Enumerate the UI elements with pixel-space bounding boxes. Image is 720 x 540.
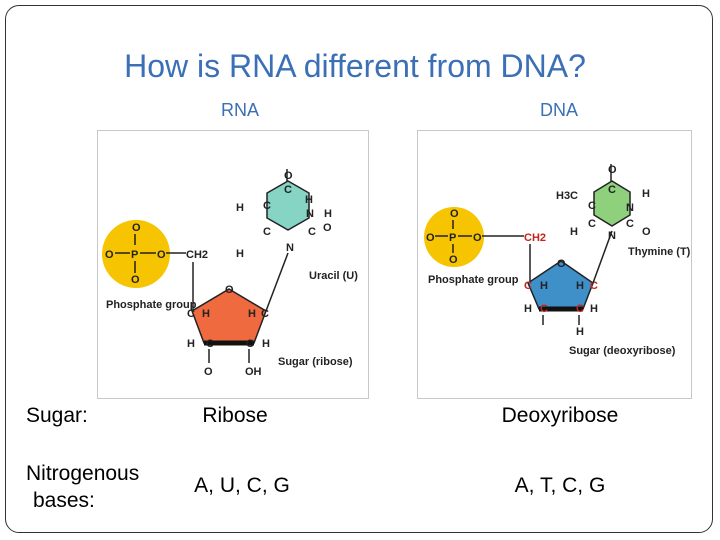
svg-text:H: H — [590, 303, 598, 315]
uracil-base-hexagon — [266, 180, 310, 231]
base-label: Thymine (T) — [628, 246, 691, 258]
svg-text:O: O — [132, 222, 141, 234]
phosphate-group-label: Phosphate group — [428, 274, 519, 286]
svg-text:C: C — [576, 303, 584, 315]
svg-text:H: H — [187, 338, 195, 350]
dna-nucleotide-diagram: O O P O O CH2 Phosphate group O C H H C … — [417, 130, 692, 399]
svg-text:N: N — [608, 230, 616, 242]
bases-label-line1: Nitrogenous — [26, 462, 140, 485]
svg-text:O: O — [426, 232, 435, 244]
svg-text:C: C — [261, 308, 269, 320]
svg-text:C: C — [590, 280, 598, 292]
svg-text:H: H — [236, 248, 244, 260]
svg-text:H: H — [570, 226, 578, 238]
phosphate-circle — [424, 207, 484, 267]
svg-text:OH: OH — [245, 366, 262, 378]
svg-text:C: C — [308, 226, 316, 238]
svg-text:O: O — [450, 208, 459, 220]
svg-text:C: C — [524, 280, 532, 292]
svg-text:H: H — [305, 194, 313, 206]
svg-text:H: H — [540, 280, 548, 292]
sugar-label: Sugar (deoxyribose) — [569, 345, 676, 357]
dna-column-heading: DNA — [540, 100, 579, 120]
svg-text:O: O — [131, 274, 140, 286]
svg-text:C: C — [540, 303, 548, 315]
base-label: Uracil (U) — [309, 270, 358, 282]
svg-text:C: C — [206, 338, 214, 350]
slide-title: How is RNA different from DNA? — [124, 48, 586, 84]
svg-text:C: C — [246, 338, 254, 350]
svg-text:C: C — [263, 200, 271, 212]
svg-text:C: C — [187, 308, 195, 320]
svg-text:C: C — [588, 200, 596, 212]
ch2-label: CH2 — [186, 249, 208, 261]
dna-bases-value: A, T, C, G — [514, 474, 606, 497]
thymine-base-hexagon — [593, 180, 631, 227]
rna-column-heading: RNA — [221, 100, 260, 120]
bases-label-line2: bases: — [33, 489, 95, 512]
svg-text:N: N — [626, 202, 634, 214]
svg-text:O: O — [608, 164, 617, 176]
svg-text:O: O — [284, 170, 293, 182]
svg-text:H: H — [642, 188, 650, 200]
svg-text:N: N — [286, 242, 294, 254]
svg-text:H: H — [576, 280, 584, 292]
svg-text:P: P — [131, 249, 138, 261]
rna-nucleotide-diagram: O O P O O CH2 Phosphate group O C H H C … — [97, 130, 369, 399]
svg-text:C: C — [626, 218, 634, 230]
svg-text:H: H — [524, 303, 532, 315]
svg-text:O: O — [157, 249, 166, 261]
sugar-label: Sugar (ribose) — [278, 356, 353, 368]
svg-text:H: H — [248, 308, 256, 320]
rna-bases-value: A, U, C, G — [194, 474, 290, 497]
sugar-row-label: Sugar: — [26, 404, 88, 427]
svg-text:O: O — [557, 258, 566, 270]
svg-text:H: H — [236, 202, 244, 214]
svg-text:C: C — [588, 218, 596, 230]
svg-text:O: O — [323, 222, 332, 234]
svg-text:H: H — [262, 338, 270, 350]
svg-text:P: P — [449, 232, 456, 244]
slide-frame — [5, 5, 713, 533]
rna-structure-svg: O O P O O CH2 Phosphate group O C H H C … — [102, 169, 358, 378]
svg-text:H: H — [324, 208, 332, 220]
phosphate-circle — [102, 220, 170, 288]
svg-text:H: H — [202, 308, 210, 320]
svg-text:O: O — [225, 284, 234, 296]
ch2-label: CH2 — [524, 232, 546, 244]
svg-text:H: H — [576, 326, 584, 338]
svg-text:O: O — [642, 226, 651, 238]
bases-row-label: Nitrogenous bases: — [26, 460, 139, 514]
svg-text:C: C — [284, 184, 292, 196]
rna-sugar-value: Ribose — [202, 404, 268, 427]
svg-text:C: C — [263, 226, 271, 238]
phosphate-group-label: Phosphate group — [106, 299, 197, 311]
dna-sugar-value: Deoxyribose — [501, 404, 619, 427]
dna-structure-svg: O O P O O CH2 Phosphate group O C H H C … — [424, 164, 691, 357]
svg-text:O: O — [473, 232, 482, 244]
h3c-label: H3C — [556, 190, 578, 202]
svg-text:O: O — [204, 366, 213, 378]
svg-text:O: O — [449, 254, 458, 266]
svg-text:O: O — [105, 249, 114, 261]
svg-text:N: N — [306, 208, 314, 220]
svg-text:C: C — [608, 184, 616, 196]
